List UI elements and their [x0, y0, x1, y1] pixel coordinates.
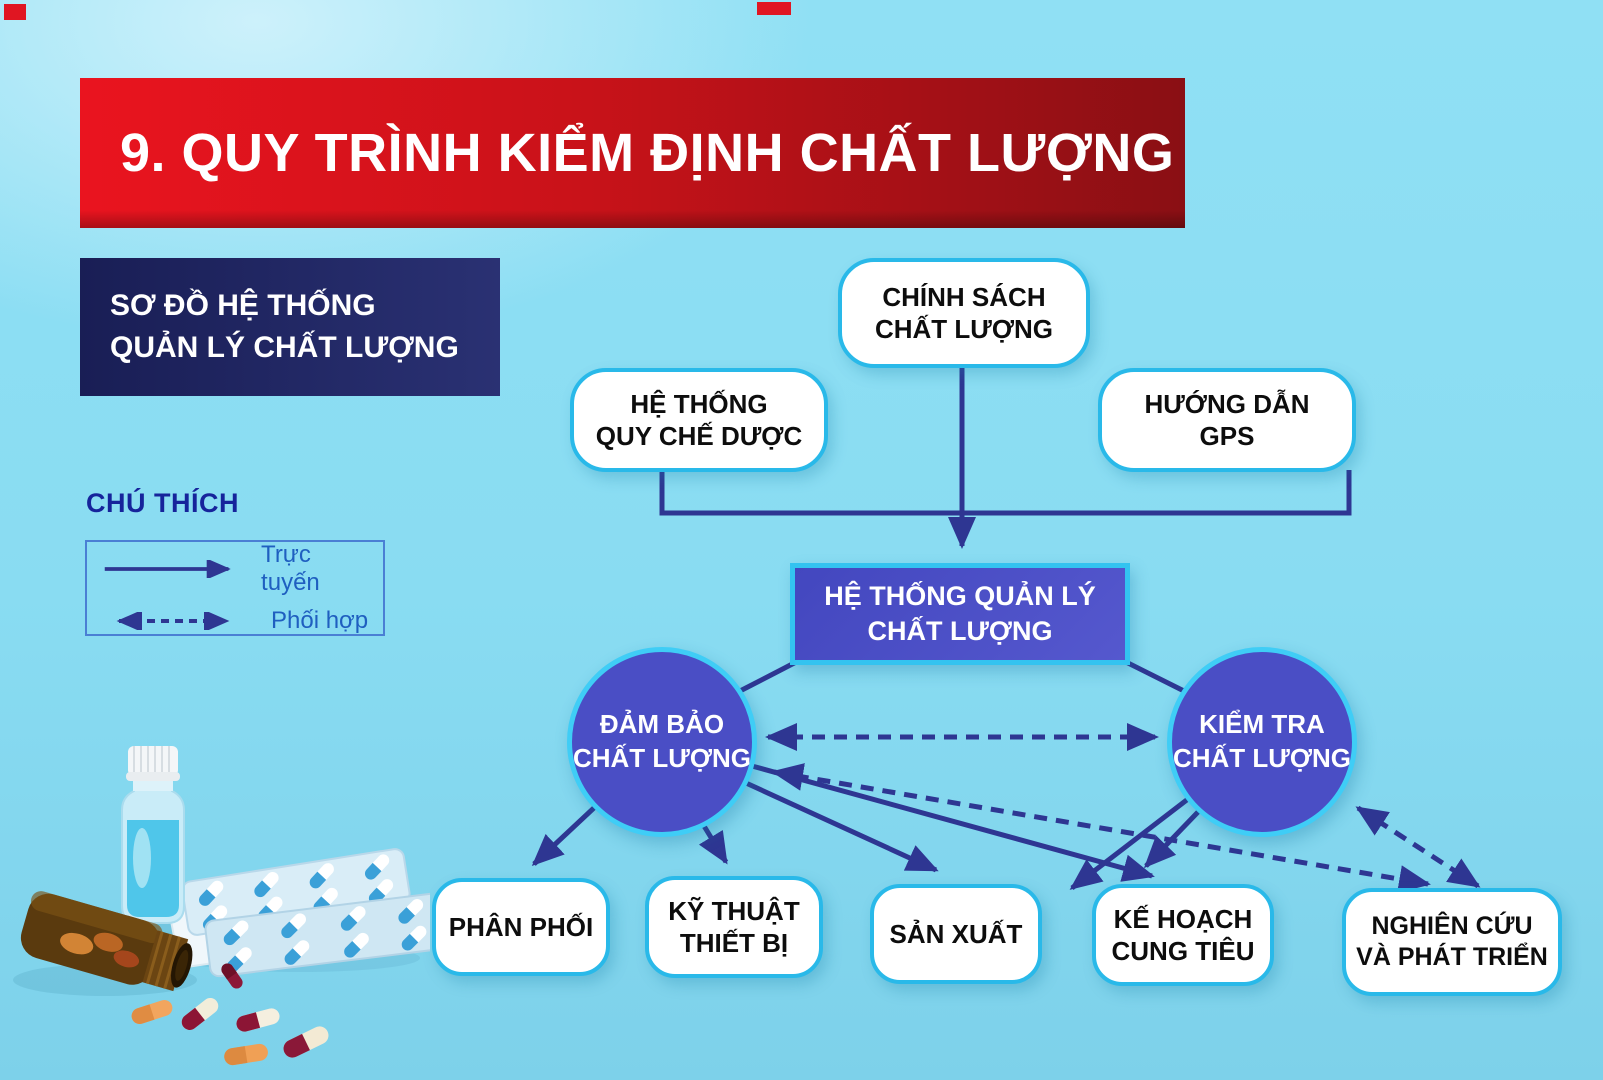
node-production: SẢN XUẤT [870, 884, 1042, 984]
node-equipment-engineering: KỸ THUẬT THIẾT BỊ [645, 876, 823, 978]
amber-pill-bottle [20, 891, 193, 992]
red-top-decoration [757, 2, 791, 15]
legend-row-solid: Trực tuyến [101, 541, 369, 597]
edge-qa-planning [751, 763, 1155, 882]
blister-pack-lower [204, 892, 430, 978]
edge-qc-rnd-dashed [1355, 805, 1481, 889]
node-production-label: SẢN XUẤT [889, 918, 1023, 949]
node-quality-assurance: ĐẢM BẢO CHẤT LƯỢNG [567, 647, 757, 837]
node-planning-label: KẾ HOẠCH CUNG TIÊU [1111, 903, 1255, 967]
edge-qa-equipment [698, 824, 729, 865]
diagram-subtitle-box: SƠ ĐỒ HỆ THỐNG QUẢN LÝ CHẤT LƯỢNG [80, 258, 500, 396]
title-banner: 9. QUY TRÌNH KIỂM ĐỊNH CHẤT LƯỢNG [80, 78, 1185, 228]
edge-qa-distribution [531, 804, 598, 867]
legend-solid-arrow-icon [104, 560, 231, 578]
legend-dashed-arrow-icon [116, 612, 230, 630]
node-rnd-label: NGHIÊN CỨU VÀ PHÁT TRIỂN [1356, 911, 1548, 971]
node-supply-planning: KẾ HOẠCH CUNG TIÊU [1092, 884, 1274, 986]
node-distribution: PHÂN PHỐI [432, 878, 610, 976]
loose-capsules [131, 963, 329, 1066]
edge-qa-rnd-dashed [771, 763, 1431, 893]
legend-box: Trực tuyến Phối hợp [85, 540, 385, 636]
red-corner-decoration [4, 4, 26, 20]
node-quality-control: KIỂM TRA CHẤT LƯỢNG [1167, 647, 1357, 837]
node-equipment-label: KỸ THUẬT THIẾT BỊ [668, 895, 800, 959]
node-pharma-regulation-system: HỆ THỐNG QUY CHẾ DƯỢC [570, 368, 828, 472]
legend-dashed-label: Phối hợp [271, 607, 369, 634]
node-quality-policy-label: CHÍNH SÁCH CHẤT LƯỢNG [874, 281, 1054, 345]
node-quality-management-system: HỆ THỐNG QUẢN LÝ CHẤT LƯỢNG [790, 563, 1130, 665]
node-research-development: NGHIÊN CỨU VÀ PHÁT TRIỂN [1342, 888, 1562, 996]
legend-solid-label: Trực tuyến [261, 541, 320, 596]
node-distribution-label: PHÂN PHỐI [448, 911, 594, 942]
medicine-photo-illustration [13, 746, 430, 1066]
edge-qms-qc [1118, 656, 1186, 694]
legend-row-dashed: Phối hợp [101, 607, 369, 635]
page-title: 9. QUY TRÌNH KIỂM ĐỊNH CHẤT LƯỢNG [120, 123, 1175, 183]
node-qms-label: HỆ THỐNG QUẢN LÝ CHẤT LƯỢNG [824, 580, 1096, 646]
node-qa-label: ĐẢM BẢO CHẤT LƯỢNG [572, 709, 752, 773]
node-gps-guideline-label: HƯỚNG DẪN GPS [1144, 388, 1310, 452]
node-gps-guideline: HƯỚNG DẪN GPS [1098, 368, 1356, 472]
node-quality-policy: CHÍNH SÁCH CHẤT LƯỢNG [838, 258, 1090, 368]
node-pharma-regulation-label: HỆ THỐNG QUY CHẾ DƯỢC [595, 388, 803, 452]
legend-title: CHÚ THÍCH [86, 488, 239, 518]
edge-pharma-gps-qms [659, 470, 1352, 516]
liquid-bottle [121, 746, 185, 924]
diagram-subtitle: SƠ ĐỒ HỆ THỐNG QUẢN LÝ CHẤT LƯỢNG [110, 289, 459, 364]
node-qc-label: KIỂM TRA CHẤT LƯỢNG [1172, 709, 1352, 773]
